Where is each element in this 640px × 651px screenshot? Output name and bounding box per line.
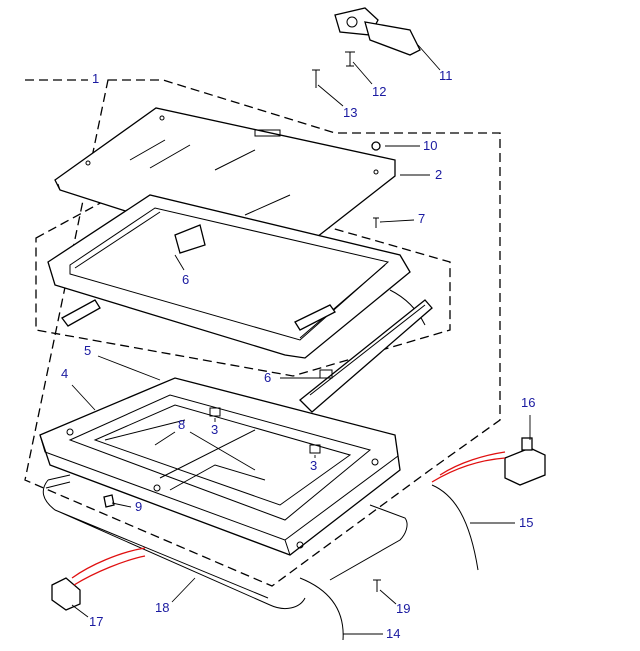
callout-4: 4 (61, 366, 68, 381)
callout-10: 10 (423, 138, 437, 153)
callout-6: 6 (182, 272, 189, 287)
callout-12: 12 (372, 84, 386, 99)
clip-9 (103, 494, 115, 508)
callout-13: 13 (343, 105, 357, 120)
drain-tray (39, 377, 401, 556)
motor (334, 7, 421, 56)
connector-17 (51, 577, 81, 611)
assembly-outline-1 (24, 79, 501, 587)
callout-6: 6 (264, 370, 271, 385)
callout-1: 1 (92, 71, 99, 86)
seal (42, 474, 408, 609)
callout-19: 19 (396, 601, 410, 616)
callout-17: 17 (89, 614, 103, 629)
drain-tube-15 (431, 484, 479, 571)
drain-tube-14 (299, 577, 344, 641)
callout-8: 8 (178, 417, 185, 432)
callout-14: 14 (386, 626, 400, 641)
callout-15: 15 (519, 515, 533, 530)
screw-19 (373, 579, 381, 592)
guide-rail (299, 299, 433, 413)
callout-9: 9 (135, 499, 142, 514)
sunroof-frame (47, 194, 426, 359)
wire-red-16 (431, 451, 506, 483)
callout-18: 18 (155, 600, 169, 615)
plug-10 (371, 141, 381, 151)
leader-lines (71, 44, 531, 635)
callout-7: 7 (418, 211, 425, 226)
screw-7 (373, 217, 379, 228)
callout-16: 16 (521, 395, 535, 410)
connector-16 (504, 447, 546, 486)
callout-11: 11 (439, 68, 453, 83)
callout-2: 2 (435, 167, 442, 182)
callout-3: 3 (211, 422, 218, 437)
wire-red-17 (71, 547, 146, 586)
callout-3: 3 (310, 458, 317, 473)
screw-12 (345, 51, 355, 67)
screw-13 (312, 69, 320, 88)
callout-5: 5 (84, 343, 91, 358)
